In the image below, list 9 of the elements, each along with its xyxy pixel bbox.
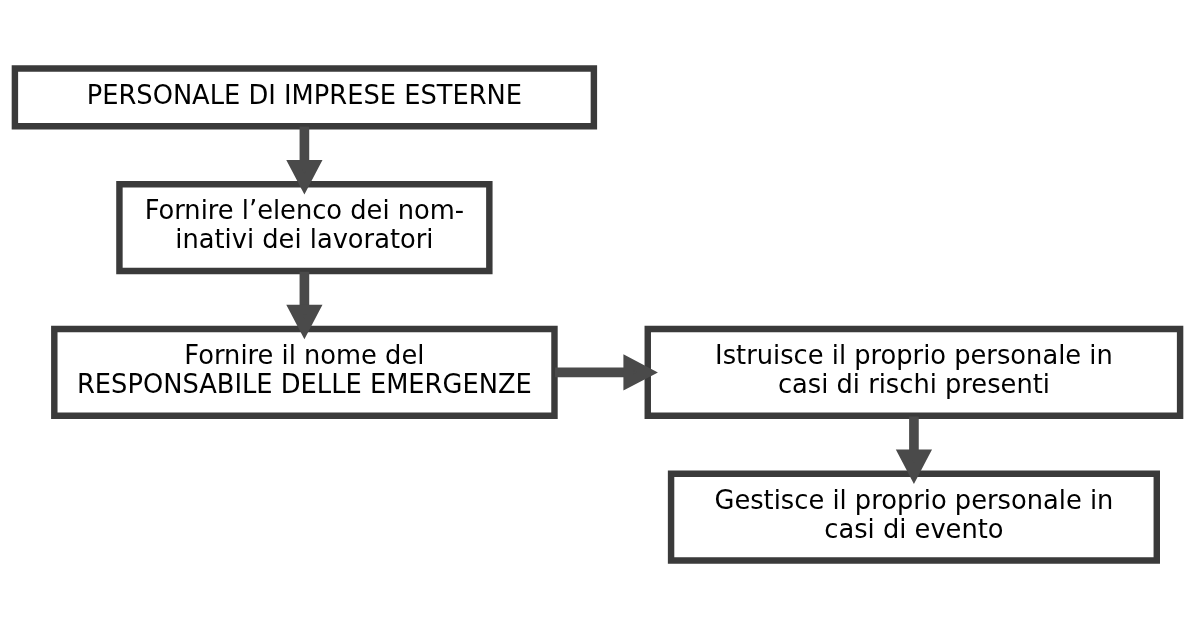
arrow xyxy=(286,271,323,340)
node-box: Fornire il nome del RESPONSABILE DELLE EMERGENZE xyxy=(51,325,558,420)
node-box: PERSONALE DI IMPRESE ESTERNE xyxy=(11,65,598,130)
node-box: Istruisce il proprio personale in casi di rischi presenti xyxy=(644,325,1184,420)
arrow xyxy=(895,416,933,484)
node-box: Gestisce il proprio personale in casi di evento xyxy=(667,470,1160,564)
node-box: Fornire l’elenco dei nom- inativi dei lavoratori xyxy=(116,181,493,275)
arrow xyxy=(555,354,658,391)
arrow xyxy=(286,126,323,195)
